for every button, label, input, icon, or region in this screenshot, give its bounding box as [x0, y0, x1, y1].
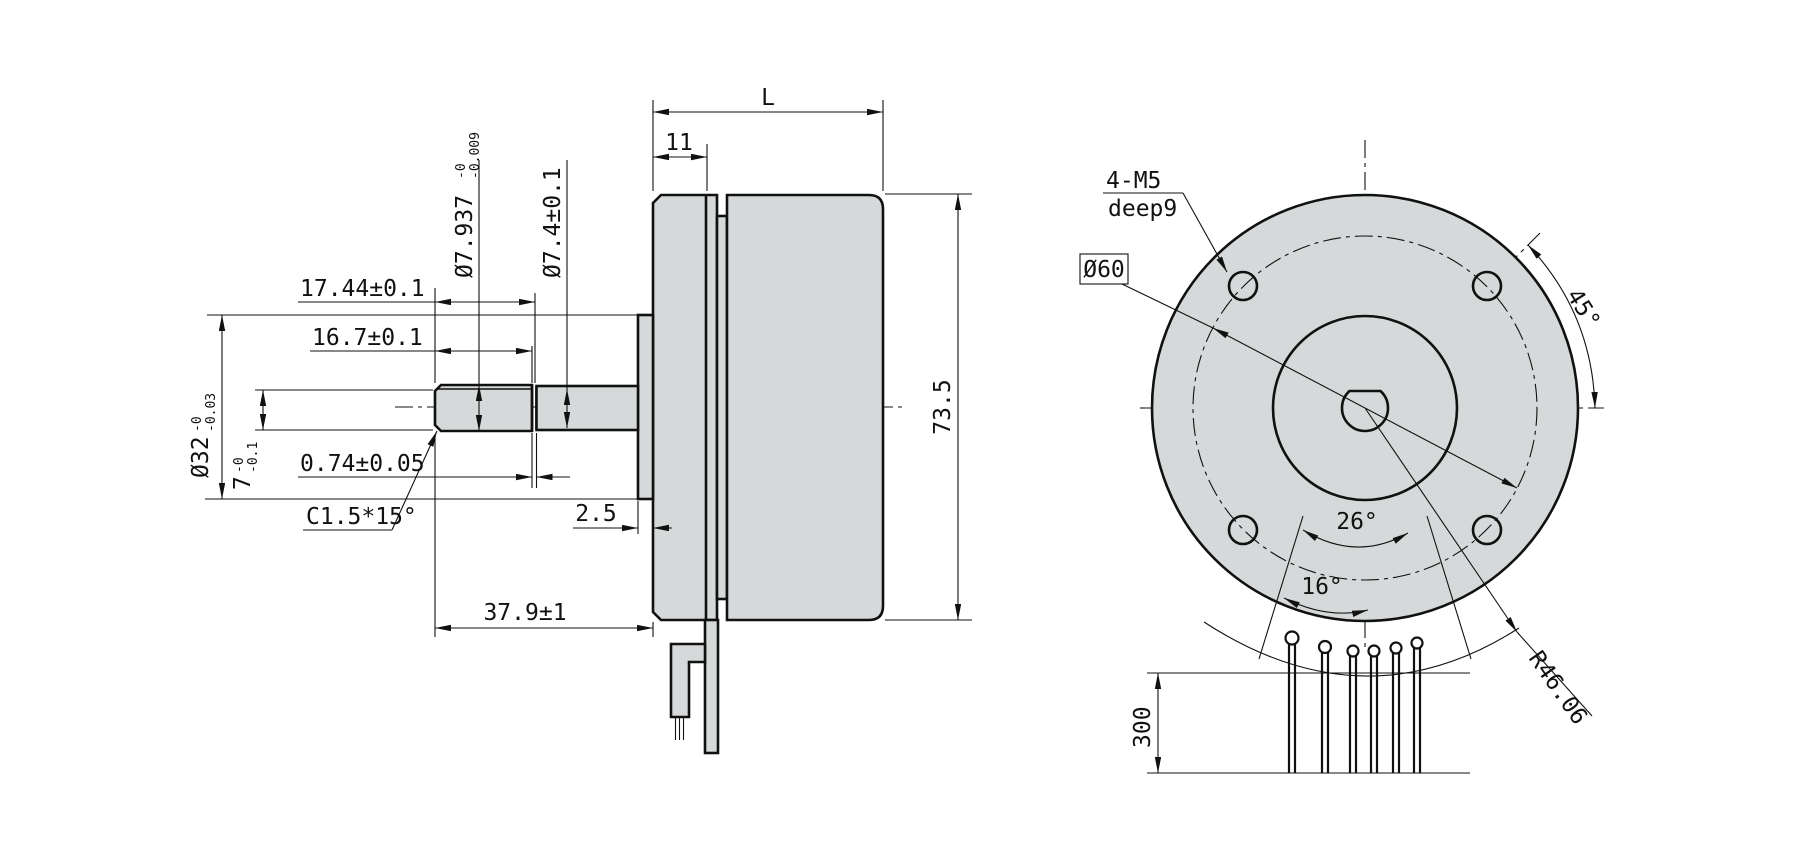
main-body — [725, 193, 885, 622]
mount-hole-tr — [1471, 270, 1503, 302]
dim-label-37-9: 37.9±1 — [483, 600, 566, 626]
lead-wires — [1284, 630, 1424, 773]
dim-label-pilot-dia-tol-lower: -0.03 — [204, 393, 219, 432]
front-bell — [651, 193, 719, 622]
dim-body-height: 73.5 — [885, 193, 972, 621]
dim-label-shaft-dia: Ø7.937 — [452, 195, 478, 278]
cable-channel — [703, 618, 720, 755]
body-groove — [715, 214, 729, 601]
dim-shaft2-dia: Ø7.4±0.1 — [540, 160, 571, 428]
dim-label-pilot-dia: Ø32 — [188, 436, 214, 478]
dim-label-45: 45° — [1561, 284, 1605, 333]
dim-label-300: 300 — [1130, 706, 1156, 748]
label-4-M5: 4-M5 — [1106, 168, 1161, 194]
dim-lead-length: 300 — [1130, 672, 1470, 774]
lead-wire — [1410, 636, 1424, 773]
dim-label-shaft2-dia: Ø7.4±0.1 — [540, 167, 566, 278]
callout-chamfer: C1.5*15° — [303, 430, 438, 531]
dim-label-16: 16° — [1301, 574, 1343, 600]
dim-label-17-44: 17.44±0.1 — [300, 276, 425, 302]
dim-label-R46-06: R46.06 — [1523, 647, 1592, 730]
lead-wire — [1367, 644, 1381, 773]
dim-label-pilot-dia-tol-upper: -0 — [190, 416, 205, 432]
dim-flat-length: 16.7±0.1 — [310, 325, 533, 383]
dim-label-L: L — [761, 85, 775, 111]
shaft-rear-section — [535, 384, 640, 432]
dim-body-length: L — [652, 85, 884, 191]
dim-shaft-total: 17.44±0.1 — [298, 276, 536, 383]
dim-label-11: 11 — [665, 130, 693, 156]
dim-label-26: 26° — [1336, 509, 1378, 535]
lead-wire — [1346, 644, 1360, 773]
dim-label-flat-height: 7 — [230, 476, 256, 490]
lead-wire — [1284, 630, 1300, 773]
dim-shaft-dia: Ø7.937 -0 -0.009 — [452, 132, 483, 431]
dim-label-60: Ø60 — [1083, 257, 1125, 283]
dim-label-shaft-dia-tol-upper: -0 — [454, 163, 469, 179]
dim-pilot-depth: 2.5 — [573, 501, 672, 534]
dim-label-0-74: 0.74±0.05 — [300, 451, 425, 477]
dim-pilot-length: 11 — [653, 130, 708, 191]
dim-shaft-extension: 37.9±1 — [434, 436, 654, 637]
dim-label-shaft-dia-tol-lower: -0.009 — [468, 132, 483, 179]
dim-label-flat-height-tol-lower: -0.1 — [246, 442, 261, 473]
dim-label-2-5: 2.5 — [575, 501, 617, 527]
label-deep9: deep9 — [1108, 196, 1177, 222]
cable-bracket — [669, 642, 707, 719]
dim-groove-width: 0.74±0.05 — [298, 433, 570, 488]
mount-hole-bl — [1227, 514, 1259, 546]
dim-label-chamfer: C1.5*15° — [306, 504, 417, 530]
shaft-front-section — [433, 383, 534, 433]
dim-pilot-dia: Ø32 -0 -0.03 — [188, 314, 640, 500]
bolt-circle — [1192, 235, 1538, 581]
mount-hole-tl — [1227, 270, 1259, 302]
pilot-boss — [636, 313, 655, 501]
dim-wire-angles: 26° 16° — [1258, 509, 1472, 660]
mount-hole-br — [1471, 514, 1503, 546]
front-view: 4-M5 deep9 Ø60 45° 26° 16° — [1079, 140, 1605, 774]
dim-label-16-7: 16.7±0.1 — [312, 325, 423, 351]
lead-wire — [1317, 639, 1333, 773]
dim-flat-height: 7 -0 -0.1 — [230, 389, 433, 490]
side-view: L 11 73.5 17.44±0.1 16.7±0.1 — [188, 85, 972, 755]
lead-wire — [1389, 641, 1403, 773]
dim-label-flat-height-tol-upper: -0 — [232, 457, 247, 473]
callout-mount-holes: 4-M5 deep9 — [1103, 168, 1228, 273]
dim-label-73-5: 73.5 — [930, 379, 956, 434]
